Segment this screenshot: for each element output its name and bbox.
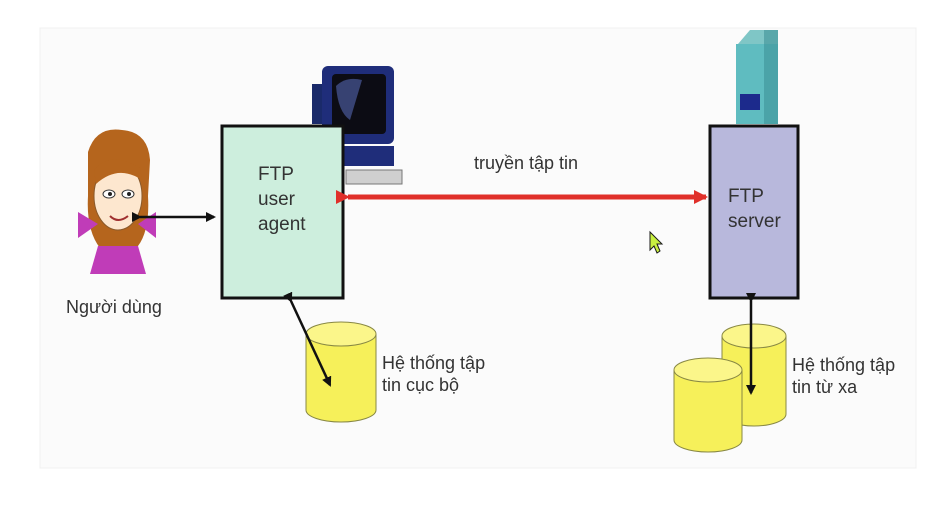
user-label: Người dùng <box>66 297 162 317</box>
local-fs-label: Hệ thống tập tin cục bộ <box>382 353 486 395</box>
server-tower-icon <box>736 30 778 124</box>
local-disk-icon <box>305 321 377 423</box>
agent-local-fs-arrow <box>283 291 332 387</box>
server-box-label: FTP server <box>728 186 781 232</box>
client-box-label: FTP user agent <box>258 164 306 235</box>
remote-fs-label: Hệ thống tập tin từ xa <box>792 355 896 397</box>
mouse-cursor-icon <box>649 230 664 254</box>
computer-icon <box>312 66 403 185</box>
ftp-user-agent-box <box>220 124 345 300</box>
transfer-label: truyền tập tin <box>474 153 579 173</box>
remote-disk-front-icon <box>673 357 743 453</box>
ftp-server-box <box>708 124 800 300</box>
